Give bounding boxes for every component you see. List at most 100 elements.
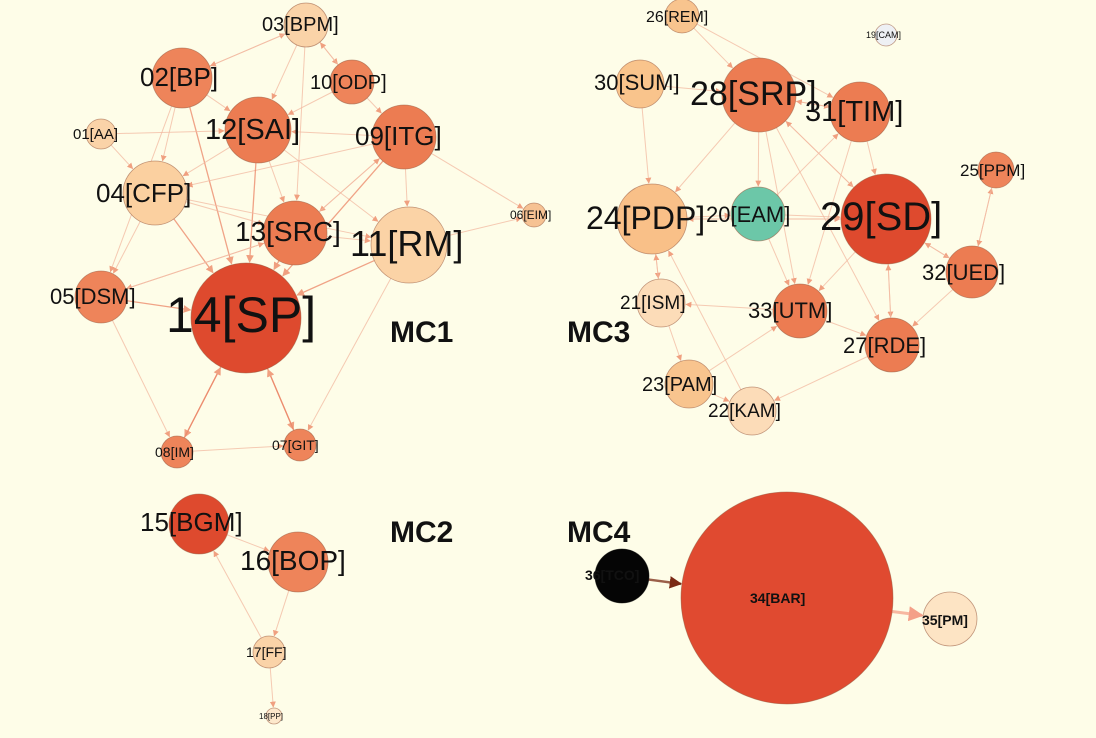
node-10: 10[ODP]	[310, 59, 387, 105]
node-label-35: 35[PM]	[922, 612, 968, 628]
edge-02-12	[206, 94, 231, 112]
edge-11-14	[296, 259, 375, 296]
node-01: 01[AA]	[73, 118, 118, 150]
node-label-24: 24[PDP]	[586, 200, 705, 236]
node-20: 20[EAM]	[706, 186, 790, 242]
node-26: 26[REM]	[646, 0, 708, 34]
node-label-05: 05[DSM]	[50, 284, 136, 309]
node-circle-35	[922, 591, 978, 647]
node-34: 34[BAR]	[680, 491, 894, 705]
edge-31-28	[795, 99, 831, 108]
edge-20-29	[784, 213, 841, 220]
node-circle-28	[721, 57, 797, 133]
node-circle-08	[160, 435, 194, 469]
edge-10-09	[366, 97, 382, 114]
node-31: 31[TIM]	[805, 81, 903, 143]
node-circle-18	[265, 707, 283, 725]
node-label-30: 30[SUM]	[594, 70, 680, 95]
node-label-17: 17[FF]	[246, 644, 286, 660]
edge-16-17	[273, 590, 290, 637]
edge-03-12	[271, 44, 298, 100]
edge-04-05	[112, 221, 141, 274]
edge-10-03	[320, 42, 339, 66]
node-circle-26	[664, 0, 700, 34]
node-35: 35[PM]	[922, 591, 978, 647]
node-03: 03[BPM]	[262, 2, 339, 48]
edge-02-04	[160, 107, 176, 162]
node-label-20: 20[EAM]	[706, 202, 790, 227]
edge-03-02	[209, 33, 286, 67]
node-circle-09	[371, 104, 437, 170]
node-27: 27[RDE]	[843, 317, 926, 373]
node-label-23: 23[PAM]	[642, 374, 717, 396]
node-22: 22[KAM]	[708, 386, 781, 436]
edge-24-20	[686, 212, 731, 219]
edge-32-27	[912, 289, 954, 327]
node-circle-12	[224, 96, 292, 164]
edge-21-24	[653, 254, 660, 280]
node-label-32: 32[UED]	[922, 260, 1005, 285]
node-label-14: 14[SP]	[166, 287, 316, 343]
edge-05-13	[125, 242, 265, 290]
edge-12-04	[182, 146, 231, 177]
node-circle-07	[283, 428, 317, 462]
node-07: 07[GIT]	[272, 428, 319, 462]
node-05: 05[DSM]	[50, 270, 136, 324]
node-label-04: 04[CFP]	[96, 178, 191, 208]
edge-01-12	[115, 128, 225, 135]
edge-11-07	[307, 278, 392, 431]
nodes-layer: 01[AA] 02[BP] 03[BPM] 04[CFP] 05[DSM] 06[EIM]…	[50, 0, 1025, 725]
edge-20-33	[768, 238, 790, 286]
edge-05-08	[111, 320, 170, 438]
edge-17-15	[213, 550, 262, 639]
node-label-02: 02[BP]	[140, 62, 218, 92]
edge-13-14	[273, 260, 281, 271]
node-13: 13[SRC]	[235, 200, 341, 266]
edge-15-16	[226, 534, 270, 552]
edge-07-14	[267, 368, 295, 431]
edge-36-34	[648, 576, 683, 589]
edge-34-35	[891, 606, 924, 622]
clusters-layer: MC1 MC2 MC3 MC4	[390, 316, 631, 549]
edge-13-09	[318, 158, 380, 213]
node-12: 12[SAI]	[205, 96, 300, 164]
node-circle-02	[151, 47, 213, 109]
node-label-21: 21[ISM]	[620, 293, 685, 314]
edge-27-22	[774, 356, 868, 401]
edge-25-32	[976, 187, 993, 247]
node-18: 18[PP]	[259, 707, 283, 725]
edge-30-24	[641, 107, 652, 184]
node-circle-11	[370, 206, 448, 284]
cluster-label-mc2: MC2	[390, 516, 453, 549]
node-circle-16	[267, 531, 329, 593]
node-label-19: 19[CAM]	[866, 30, 901, 40]
node-circle-01	[85, 118, 117, 150]
node-25: 25[PPM]	[960, 151, 1025, 189]
node-circle-05	[74, 270, 128, 324]
node-circle-13	[262, 200, 328, 266]
edge-13-11	[326, 235, 371, 244]
node-label-18: 18[PP]	[259, 712, 283, 721]
node-04: 04[CFP]	[96, 160, 191, 226]
node-label-12: 12[SAI]	[205, 114, 300, 146]
node-circle-32	[945, 245, 999, 299]
edge-04-14	[173, 218, 214, 274]
edge-28-24	[675, 122, 736, 193]
node-label-26: 26[REM]	[646, 9, 708, 26]
node-circle-20	[730, 186, 786, 242]
edge-01-04	[110, 144, 134, 170]
node-label-06: 06[EIM]	[510, 208, 551, 222]
node-label-03: 03[BPM]	[262, 14, 339, 36]
edge-17-18	[269, 667, 276, 708]
edge-02-14	[189, 106, 234, 265]
edge-09-06	[431, 153, 524, 209]
node-label-36: 36[TCO]	[585, 567, 639, 583]
node-36: 36[TCO]	[585, 548, 650, 604]
node-label-27: 27[RDE]	[843, 333, 926, 358]
cluster-label-mc4: MC4	[567, 516, 631, 549]
edge-05-14	[126, 300, 192, 313]
node-15: 15[BGM]	[140, 493, 243, 555]
edge-08-14	[183, 367, 221, 439]
node-label-09: 09[ITG]	[355, 121, 442, 151]
node-17: 17[FF]	[246, 635, 286, 669]
